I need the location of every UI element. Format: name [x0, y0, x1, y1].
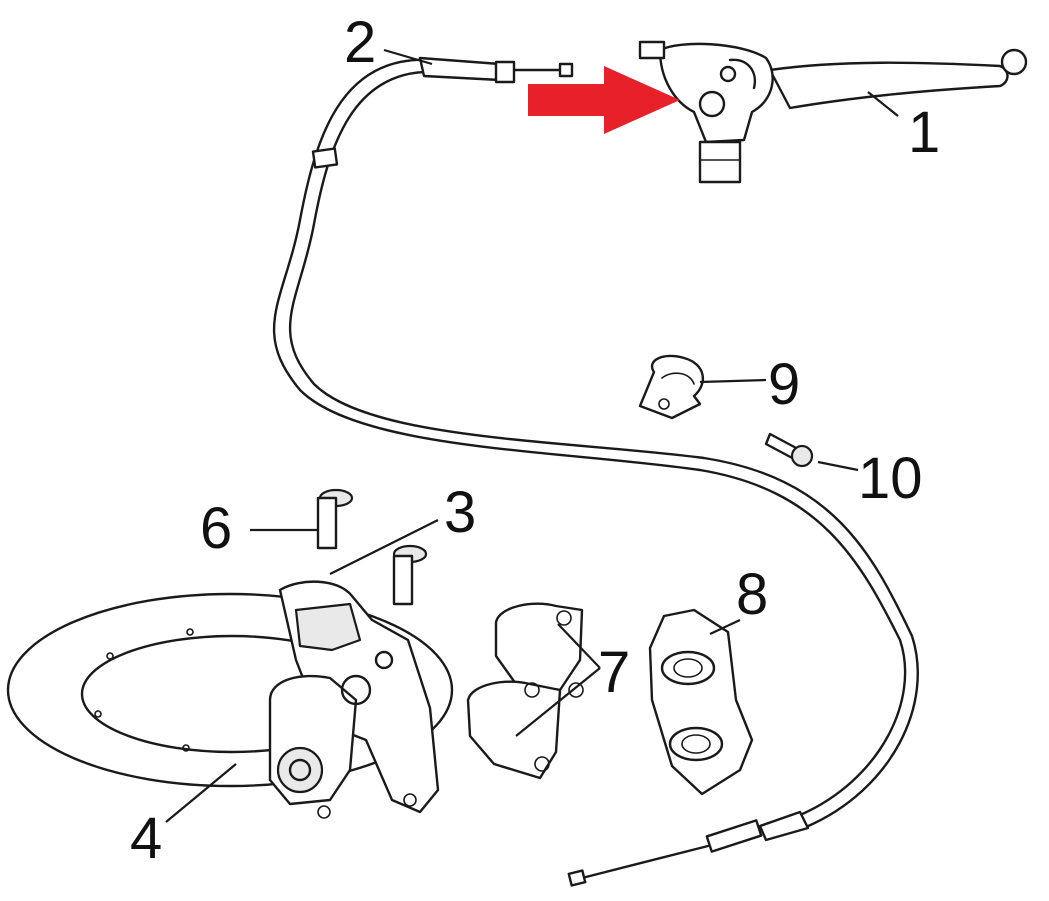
callout-labels: 1 2 3 4 6 7 8 9 10 — [130, 10, 940, 871]
caliper-bolt-lower — [392, 544, 428, 606]
callout-7: 7 — [598, 640, 630, 705]
callout-1: 1 — [908, 100, 940, 165]
callout-3: 3 — [444, 480, 476, 545]
callout-10: 10 — [858, 446, 923, 511]
callout-2: 2 — [344, 10, 376, 75]
callout-9: 9 — [768, 352, 800, 417]
pad-spring — [648, 608, 754, 796]
callout-8: 8 — [736, 562, 768, 627]
brake-caliper — [268, 580, 440, 819]
cable-clamp — [638, 354, 704, 420]
caliper-bolt-upper — [316, 488, 354, 550]
brake-lever-assembly — [638, 40, 1028, 184]
leader-lines — [165, 48, 899, 823]
brake-cable — [272, 56, 919, 887]
callout-4: 4 — [130, 806, 162, 871]
right-arrow-icon — [528, 66, 680, 134]
brake-pads — [466, 602, 584, 780]
clamp-bolt — [764, 432, 814, 468]
callout-6: 6 — [200, 496, 232, 561]
